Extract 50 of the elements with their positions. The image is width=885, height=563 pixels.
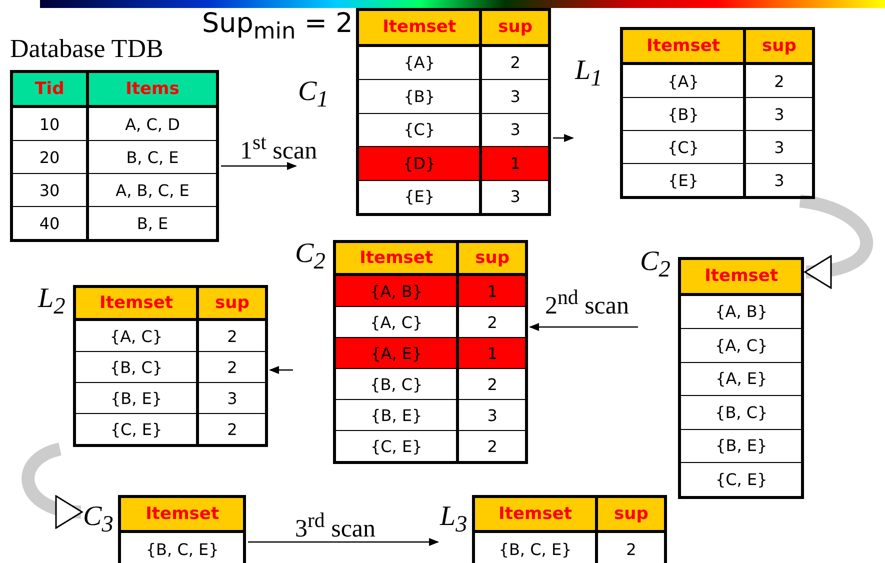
arrow xyxy=(269,366,293,374)
column-header: Items xyxy=(88,72,218,106)
table-cell: 3 xyxy=(744,130,814,164)
table-cell: A, B, C, E xyxy=(88,174,218,206)
table-label: C$_{1}$ xyxy=(298,78,328,112)
arrow xyxy=(529,323,638,331)
table-label: L$_{3}$ xyxy=(440,503,468,537)
column-header: Itemset xyxy=(680,258,803,294)
column-header: sup xyxy=(744,28,814,64)
edge-label: 3$^{rd}$ scan xyxy=(295,508,376,544)
table-cell: 2 xyxy=(480,45,550,80)
table-cell: 2 xyxy=(744,64,814,98)
table-cell: 3 xyxy=(458,400,527,430)
arrow xyxy=(248,538,439,546)
column-header: Itemset xyxy=(74,286,198,320)
column-header: Itemset xyxy=(334,242,458,274)
column-header: Itemset xyxy=(120,496,245,532)
table-label: C$_{2}$ xyxy=(295,240,326,274)
table-cell: 1 xyxy=(458,274,527,306)
column-header: sup xyxy=(198,286,267,320)
table-cell: {A, B} xyxy=(334,274,458,306)
table-label: L$_{1}$ xyxy=(575,57,602,91)
table-label: Database TDB xyxy=(10,36,164,62)
table-cell: A, C, D xyxy=(88,106,218,140)
column-header: sup xyxy=(458,242,527,274)
table-cell: 2 xyxy=(198,320,267,352)
table-cell: 2 xyxy=(198,352,267,382)
table-cell: 3 xyxy=(744,98,814,130)
table-cell: B, C, E xyxy=(88,140,218,174)
edge-label: 2$^{nd}$ scan xyxy=(545,285,629,320)
table-label: L$_{2}$ xyxy=(38,285,66,319)
table-cell: 3 xyxy=(480,80,550,113)
table-cell: 2 xyxy=(458,368,527,400)
column-header: Itemset xyxy=(474,496,597,532)
table-cell: 3 xyxy=(198,382,267,414)
table-label: C$_{3}$ xyxy=(83,503,114,537)
table-label: C$_{2}$ xyxy=(640,248,670,282)
table-cell: {D} xyxy=(358,146,481,180)
edge-label: 1$^{st}$ scan xyxy=(240,130,318,166)
column-header: sup xyxy=(596,496,666,532)
column-header: sup xyxy=(480,10,550,45)
table-cell: 1 xyxy=(458,338,527,368)
column-header: Itemset xyxy=(622,28,745,64)
table-cell: {A, E} xyxy=(334,338,458,368)
support-threshold: Sup$_{min}$ = 2 xyxy=(202,8,353,44)
arrow xyxy=(553,134,574,142)
column-header: Tid xyxy=(12,72,88,106)
column-header: Itemset xyxy=(358,10,481,45)
table-cell: 1 xyxy=(480,146,550,180)
arrow xyxy=(221,162,297,170)
